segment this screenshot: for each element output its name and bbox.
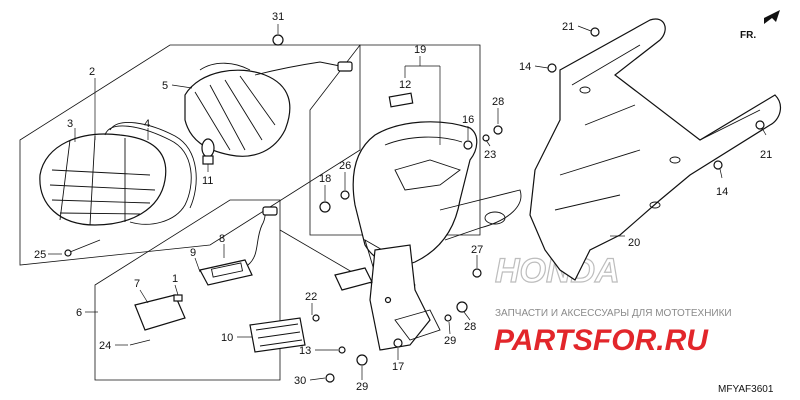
rear-reflector — [249, 317, 306, 353]
callout-6: 6 — [76, 307, 82, 319]
bulb — [201, 138, 215, 165]
callout-30: 30 — [294, 375, 306, 387]
callout-16: 16 — [462, 114, 474, 126]
fender-group-box — [309, 44, 481, 236]
taillight-group-box — [19, 44, 361, 266]
license-light-base — [199, 259, 253, 286]
callout-22: 22 — [305, 291, 317, 303]
callout-23: 23 — [484, 149, 496, 161]
callout-2: 2 — [89, 66, 95, 78]
callout-28-right: 28 — [464, 321, 476, 333]
license-bulb — [173, 294, 183, 302]
callout-31: 31 — [272, 11, 284, 23]
license-bracket — [369, 244, 441, 351]
diagram-code: MFYAF3601 — [718, 384, 774, 395]
callout-26: 26 — [339, 160, 351, 172]
license-light-group-box — [94, 199, 281, 381]
callout-14-top: 14 — [519, 61, 531, 73]
screw — [69, 239, 101, 253]
callout-10: 10 — [221, 332, 233, 344]
front-direction-arrow: FR. — [740, 10, 780, 41]
rubber-pad — [388, 92, 414, 108]
callout-21-right: 21 — [760, 149, 772, 161]
grommet — [272, 34, 284, 46]
watermark-logo: PARTSFOR.RU — [494, 324, 709, 357]
leader-lines — [48, 24, 767, 381]
callout-4: 4 — [144, 118, 150, 130]
front-direction-label: FR. — [740, 30, 756, 41]
callout-18: 18 — [319, 173, 331, 185]
license-light-lens — [134, 294, 186, 331]
callout-12: 12 — [399, 79, 411, 91]
callout-9: 9 — [190, 247, 196, 259]
taillight-lens — [39, 133, 167, 226]
callout-29-right: 29 — [444, 335, 456, 347]
callout-24: 24 — [99, 340, 111, 352]
callout-25: 25 — [34, 249, 46, 261]
callout-20: 20 — [628, 237, 640, 249]
callout-17: 17 — [392, 361, 404, 373]
callout-7: 7 — [134, 278, 140, 290]
grab-rail — [529, 18, 782, 281]
callout-5: 5 — [162, 80, 168, 92]
taillight-gasket — [104, 125, 192, 225]
callout-28-top: 28 — [492, 96, 504, 108]
callout-11: 11 — [202, 175, 213, 187]
watermark-title: ЗАПЧАСТИ И АКСЕССУАРЫ ДЛЯ МОТОТЕХНИКИ — [495, 308, 732, 319]
reflector-mount — [334, 267, 373, 291]
fasteners — [312, 27, 765, 383]
callout-13: 13 — [299, 345, 311, 357]
callout-8: 8 — [219, 233, 225, 245]
callout-29-bottom: 29 — [356, 381, 368, 393]
callout-labels: 31 2 5 3 4 11 25 19 12 28 16 23 18 26 21… — [34, 11, 772, 393]
callout-14-right: 14 — [716, 186, 728, 198]
callout-19: 19 — [414, 44, 426, 56]
connector — [262, 206, 278, 216]
taillight-housing — [184, 61, 353, 157]
callout-3: 3 — [67, 118, 73, 130]
wire-harness — [247, 209, 271, 266]
callout-1: 1 — [172, 273, 178, 285]
callout-27: 27 — [471, 244, 483, 256]
callout-21-top: 21 — [562, 21, 574, 33]
